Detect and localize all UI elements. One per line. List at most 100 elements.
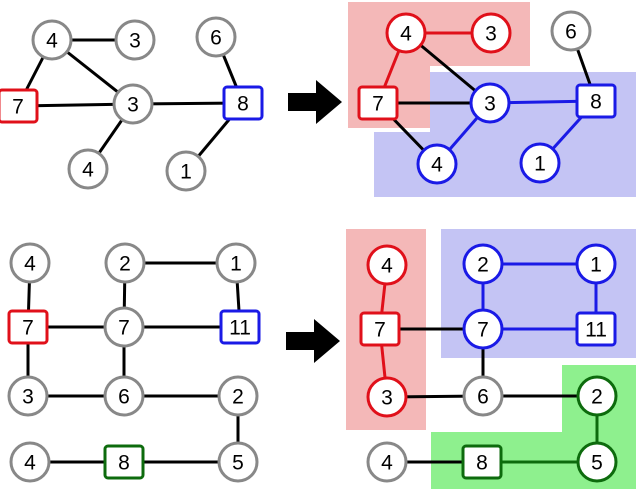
graph-bottom-right-node-b: 2 <box>462 243 504 285</box>
graph-top-left-node-h: 1 <box>165 150 207 192</box>
graph-bottom-right-node-k: 8 <box>461 444 503 480</box>
node-label: 6 <box>118 386 130 409</box>
node-circle <box>550 10 592 52</box>
graph-bottom-left-node-k: 8 <box>103 444 145 480</box>
node-circle <box>385 12 427 54</box>
node-label: 3 <box>127 94 139 117</box>
node-square <box>359 311 401 347</box>
graph-bottom-left-node-g: 3 <box>7 375 49 417</box>
node-label: 1 <box>534 153 546 176</box>
graph-top-right-node-h: 1 <box>519 142 561 184</box>
graph-bottom-left-node-i: 2 <box>217 375 259 417</box>
node-label: 2 <box>591 386 603 409</box>
node-square <box>103 444 145 480</box>
node-label: 4 <box>46 30 58 53</box>
node-label: 3 <box>484 93 496 116</box>
node-square <box>7 309 49 345</box>
node-label: 2 <box>119 253 131 276</box>
node-label: 4 <box>24 452 36 475</box>
node-circle <box>416 143 458 185</box>
graph-bottom-left-node-c: 1 <box>215 242 257 284</box>
node-label: 6 <box>477 386 489 409</box>
node-label: 4 <box>381 452 393 475</box>
graph-bottom-right-node-e: 7 <box>462 308 504 350</box>
graph-bottom-left-node-l: 5 <box>217 441 259 483</box>
graph-top-right-node-a: 4 <box>385 12 427 54</box>
node-label: 7 <box>477 319 489 342</box>
graph-top-right-node-f: 8 <box>575 83 617 119</box>
arrows-layer <box>286 80 342 363</box>
node-label: 4 <box>24 253 36 276</box>
graph-top-right-node-g: 4 <box>416 143 458 185</box>
node-label: 4 <box>431 154 443 177</box>
node-circle <box>31 19 73 61</box>
graph-bottom-left-node-j: 4 <box>9 441 51 483</box>
graph-top-left-node-a: 4 <box>31 19 73 61</box>
node-square <box>575 311 617 347</box>
node-label: 6 <box>565 21 577 44</box>
node-label: 3 <box>22 386 34 409</box>
node-circle <box>462 243 504 285</box>
graph-bottom-left-node-b: 2 <box>104 242 146 284</box>
node-label: 3 <box>381 387 393 410</box>
graph-bottom-right-node-a: 4 <box>366 244 408 286</box>
graph-top-right-node-b: 3 <box>470 12 512 54</box>
node-label: 1 <box>590 254 602 277</box>
node-circle <box>114 19 156 61</box>
node-label: 7 <box>22 317 34 340</box>
node-circle <box>9 242 51 284</box>
graph-bottom-left-node-f: 11 <box>219 309 261 345</box>
node-circle <box>112 83 154 125</box>
node-circle <box>519 142 561 184</box>
transform-arrow-top-icon <box>288 80 342 124</box>
node-circle <box>469 82 511 124</box>
node-label: 2 <box>477 254 489 277</box>
node-square <box>222 85 264 121</box>
graph-top-left-node-d: 7 <box>0 88 39 124</box>
graph-bottom-right-node-f: 11 <box>575 311 617 347</box>
node-label: 3 <box>485 23 497 46</box>
node-label: 7 <box>12 96 24 119</box>
node-label: 4 <box>400 23 412 46</box>
node-label: 7 <box>372 93 384 116</box>
graph-top-left-node-c: 6 <box>195 16 237 58</box>
node-label: 6 <box>210 27 222 50</box>
graph-bottom-left-node-d: 7 <box>7 309 49 345</box>
node-label: 3 <box>129 30 141 53</box>
node-label: 7 <box>374 319 386 342</box>
graph-bottom-left-node-a: 4 <box>9 242 51 284</box>
node-circle <box>575 243 617 285</box>
node-circle <box>103 306 145 348</box>
graph-bottom-right-node-l: 5 <box>576 441 618 483</box>
node-circle <box>9 441 51 483</box>
node-square <box>0 88 39 124</box>
node-label: 7 <box>118 317 130 340</box>
transform-arrow-bottom-icon <box>286 319 340 363</box>
node-circle <box>576 375 618 417</box>
graph-bottom-right-node-i: 2 <box>576 375 618 417</box>
node-circle <box>217 441 259 483</box>
node-circle <box>470 12 512 54</box>
node-label: 8 <box>476 452 488 475</box>
graph-top-left-node-e: 3 <box>112 83 154 125</box>
node-label: 8 <box>590 91 602 114</box>
node-circle <box>462 375 504 417</box>
node-circle <box>7 375 49 417</box>
node-square <box>219 309 261 345</box>
node-circle <box>217 375 259 417</box>
node-label: 1 <box>230 253 242 276</box>
graph-bottom-right-node-c: 1 <box>575 243 617 285</box>
node-label: 5 <box>232 452 244 475</box>
node-circle <box>462 308 504 350</box>
graph-bottom-left-node-h: 6 <box>103 375 145 417</box>
node-circle <box>67 148 109 190</box>
graph-bottom-right-node-d: 7 <box>359 311 401 347</box>
graph-top-right-node-d: 7 <box>357 85 399 121</box>
graph-top-right-node-c: 6 <box>550 10 592 52</box>
node-label: 2 <box>232 386 244 409</box>
node-label: 8 <box>118 452 130 475</box>
node-label: 11 <box>585 319 607 342</box>
node-circle <box>103 375 145 417</box>
